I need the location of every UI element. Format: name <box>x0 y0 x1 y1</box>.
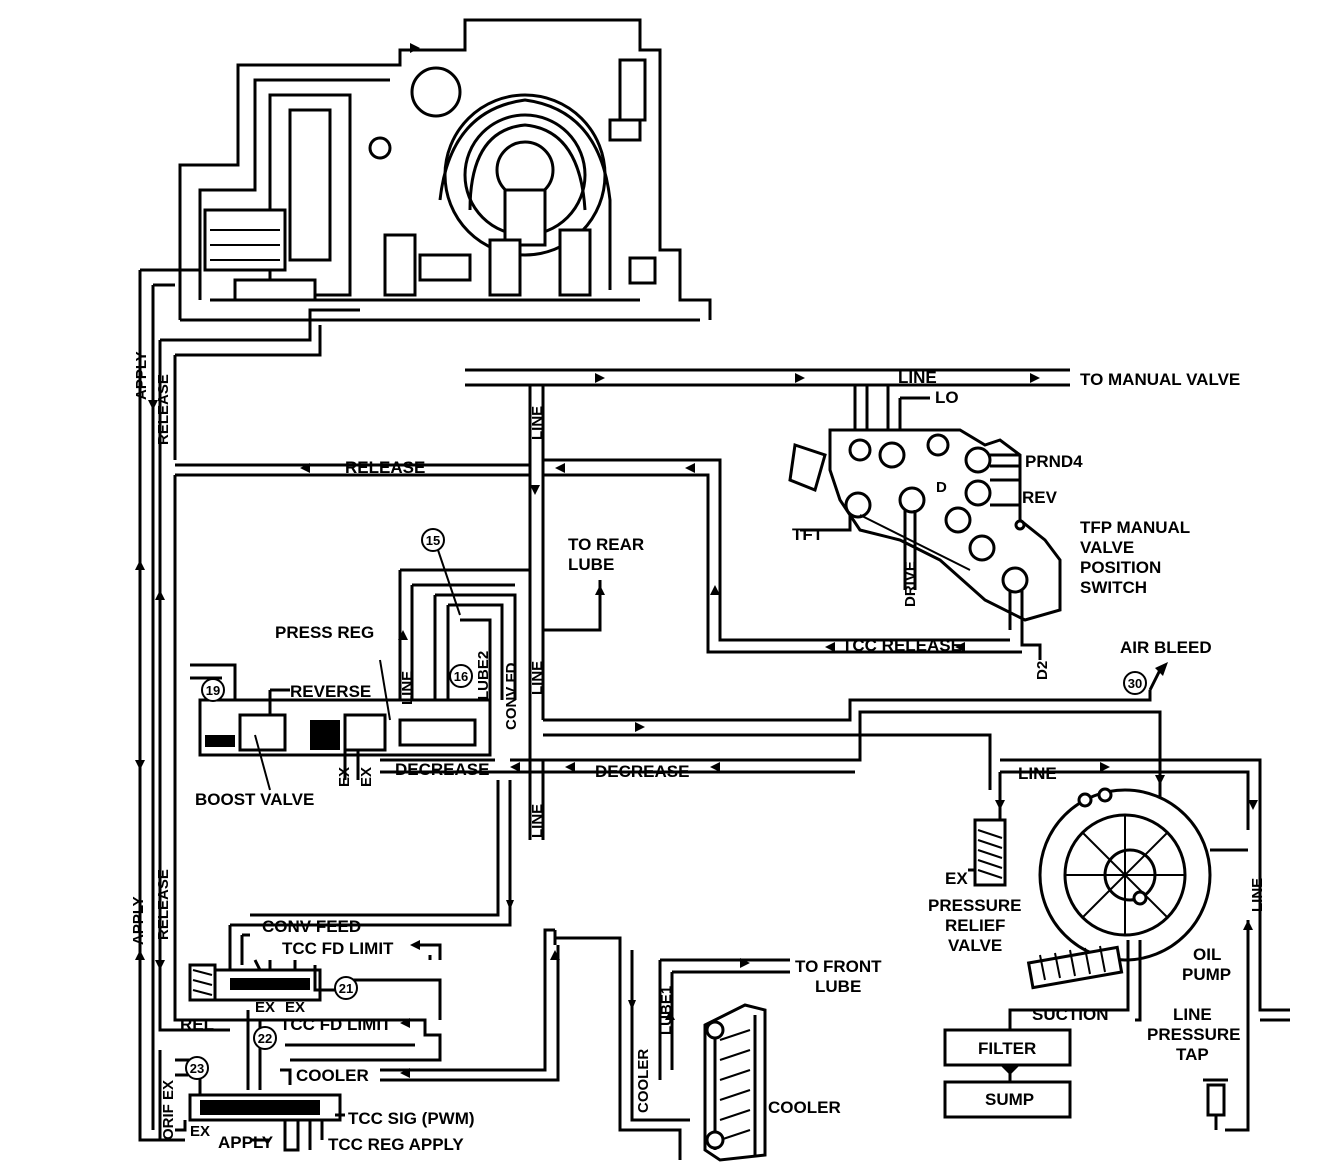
label-orif-ex: ORIF EX <box>160 1080 177 1140</box>
label-prv-2: RELIEF <box>945 916 1005 935</box>
label-conv-fd: CONV FD <box>503 662 520 730</box>
label-tcc-sig: TCC SIG (PWM) <box>348 1109 475 1128</box>
apply-release-lines <box>138 268 530 1142</box>
tcc-valve-assembly <box>175 780 560 1152</box>
label-apply-left-2: APPLY <box>130 896 147 945</box>
label-lube-front: LUBE <box>815 977 861 996</box>
svg-text:22: 22 <box>258 1031 272 1046</box>
label-reverse: REVERSE <box>290 682 371 701</box>
label-apply-left: APPLY <box>133 351 150 400</box>
label-tcc-release: TCC RELEASE <box>842 636 962 655</box>
label-tcc-reg-apply: TCC REG APPLY <box>328 1135 464 1154</box>
transmission-case-assembly <box>178 18 712 322</box>
callout-19: 19 <box>201 678 225 702</box>
svg-text:19: 19 <box>206 683 220 698</box>
label-prv-3: VALVE <box>948 936 1002 955</box>
oil-pump <box>1008 787 1212 1030</box>
filter-box <box>943 1028 1072 1085</box>
label-ex-3: EX <box>255 999 275 1016</box>
label-tft: TFT <box>792 525 824 544</box>
callout-21: 21 <box>334 976 358 1000</box>
tcc-release-line <box>543 458 1022 654</box>
callout-16: 16 <box>449 664 473 688</box>
label-prnd4: PRND4 <box>1025 452 1083 471</box>
label-cooler-big: COOLER <box>768 1098 841 1117</box>
flow-arrows <box>135 43 1258 1078</box>
label-ex-1: EX <box>336 767 353 787</box>
label-rev: REV <box>1022 488 1058 507</box>
pressure-regulator-assembly <box>190 568 530 791</box>
air-bleed <box>1148 662 1168 691</box>
label-ex-prv: EX <box>945 869 968 888</box>
label-to-front: TO FRONT <box>795 957 882 976</box>
label-prv-1: PRESSURE <box>928 896 1022 915</box>
label-apply-bottom: APPLY <box>218 1133 274 1152</box>
svg-text:30: 30 <box>1128 676 1142 691</box>
svg-text:16: 16 <box>454 669 468 684</box>
label-release-left: RELEASE <box>155 374 172 445</box>
label-tfp-4: SWITCH <box>1080 578 1147 597</box>
label-lptap-1: LINE <box>1173 1005 1212 1024</box>
label-lube-rear: LUBE <box>568 555 614 574</box>
callout-30: 30 <box>1123 671 1147 695</box>
label-filter: FILTER <box>978 1039 1036 1058</box>
label-line-v2: LINE <box>529 661 546 695</box>
line-pressure-tap <box>1203 1078 1228 1130</box>
label-tcc-fd-limit-1: TCC FD LIMIT <box>282 939 394 958</box>
label-decrease-2: DECREASE <box>595 762 689 781</box>
label-rel: REL <box>180 1015 214 1034</box>
label-ex-4: EX <box>285 999 305 1016</box>
callout-22: 22 <box>253 1026 277 1050</box>
label-pump: PUMP <box>1182 965 1231 984</box>
label-cooler-small: COOLER <box>296 1066 369 1085</box>
label-drive: DRIVE <box>902 561 919 607</box>
label-cooler-vert: COOLER <box>635 1049 652 1113</box>
label-sump: SUMP <box>985 1090 1034 1109</box>
label-tfp-3: POSITION <box>1080 558 1161 577</box>
callout-23: 23 <box>185 1056 209 1080</box>
line-to-manual-valve <box>465 368 1070 640</box>
label-oil: OIL <box>1193 945 1221 964</box>
cooler-assembly <box>553 930 790 1162</box>
callout-15: 15 <box>421 528 461 616</box>
tfp-manual-valve-position-switch <box>788 428 1062 660</box>
label-lube2: LUBE2 <box>475 651 492 700</box>
label-line-vert-top: LINE <box>529 406 546 440</box>
svg-text:21: 21 <box>339 981 353 996</box>
label-to-rear: TO REAR <box>568 535 644 554</box>
label-tfp-1: TFP MANUAL <box>1080 518 1190 537</box>
label-ex-2: EX <box>358 767 375 787</box>
label-line-v3: LINE <box>529 804 546 838</box>
label-line-mid: LINE <box>1018 764 1057 783</box>
label-d2: D2 <box>1034 661 1051 680</box>
label-to-manual-valve: TO MANUAL VALVE <box>1080 370 1240 389</box>
svg-text:15: 15 <box>426 533 440 548</box>
text-labels: LINE LO TO MANUAL VALVE PRND4 REV TFT D … <box>130 351 1266 1154</box>
label-d-mark: D <box>936 479 947 496</box>
label-release-left-2: RELEASE <box>155 869 172 940</box>
label-boost-valve: BOOST VALVE <box>195 790 314 809</box>
pressure-relief-valve <box>968 818 1007 887</box>
label-line-top: LINE <box>898 368 937 387</box>
label-tfp-2: VALVE <box>1080 538 1134 557</box>
label-decrease-1: DECREASE <box>395 760 489 779</box>
label-tcc-fd-limit-2: TCC FD LIMIT <box>280 1015 392 1034</box>
label-air-bleed: AIR BLEED <box>1120 638 1212 657</box>
label-lube1: LUBE1 <box>658 986 675 1035</box>
line-decrease-runs <box>510 580 1290 1132</box>
label-release-top: RELEASE <box>345 458 425 477</box>
label-suction: SUCTION <box>1032 1005 1109 1024</box>
label-line-right: LINE <box>1249 878 1266 912</box>
sump-box <box>943 1080 1072 1119</box>
label-press-reg: PRESS REG <box>275 623 374 642</box>
label-lptap-3: TAP <box>1176 1045 1209 1064</box>
svg-text:23: 23 <box>190 1061 204 1076</box>
label-conv-feed: CONV FEED <box>262 917 361 936</box>
label-line-v1: LINE <box>399 671 416 705</box>
label-lptap-2: PRESSURE <box>1147 1025 1241 1044</box>
label-lo: LO <box>935 388 959 407</box>
label-ex-5: EX <box>190 1123 210 1140</box>
